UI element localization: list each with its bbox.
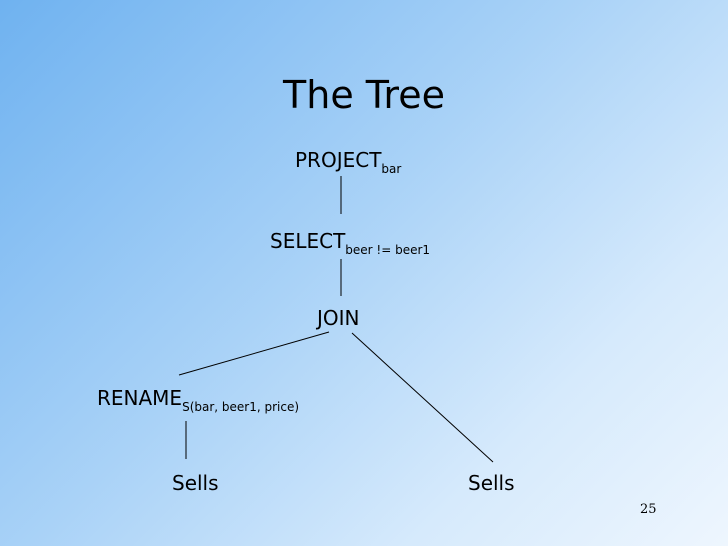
node-select-subscript: beer != beer1 [345, 243, 431, 257]
node-sells-right: Sells [468, 471, 515, 495]
node-project-subscript: bar [381, 162, 402, 176]
edge-join-sells-right [351, 332, 494, 463]
node-rename: RENAMES(bar, beer1, price) [97, 386, 299, 413]
node-sells-left-label: Sells [172, 471, 219, 495]
node-rename-label: RENAME [97, 386, 183, 410]
node-select-label: SELECT [270, 229, 346, 253]
node-join: JOIN [317, 306, 360, 330]
node-join-label: JOIN [317, 306, 360, 330]
node-sells-left: Sells [172, 471, 219, 495]
node-project-label: PROJECT [295, 148, 382, 172]
edge-join-rename [178, 331, 330, 376]
page-number: 25 [640, 502, 657, 517]
node-project: PROJECTbar [295, 148, 401, 175]
slide-title: The Tree [283, 73, 445, 117]
node-rename-subscript: S(bar, beer1, price) [182, 400, 300, 414]
node-sells-right-label: Sells [468, 471, 515, 495]
node-select: SELECTbeer != beer1 [270, 229, 430, 256]
